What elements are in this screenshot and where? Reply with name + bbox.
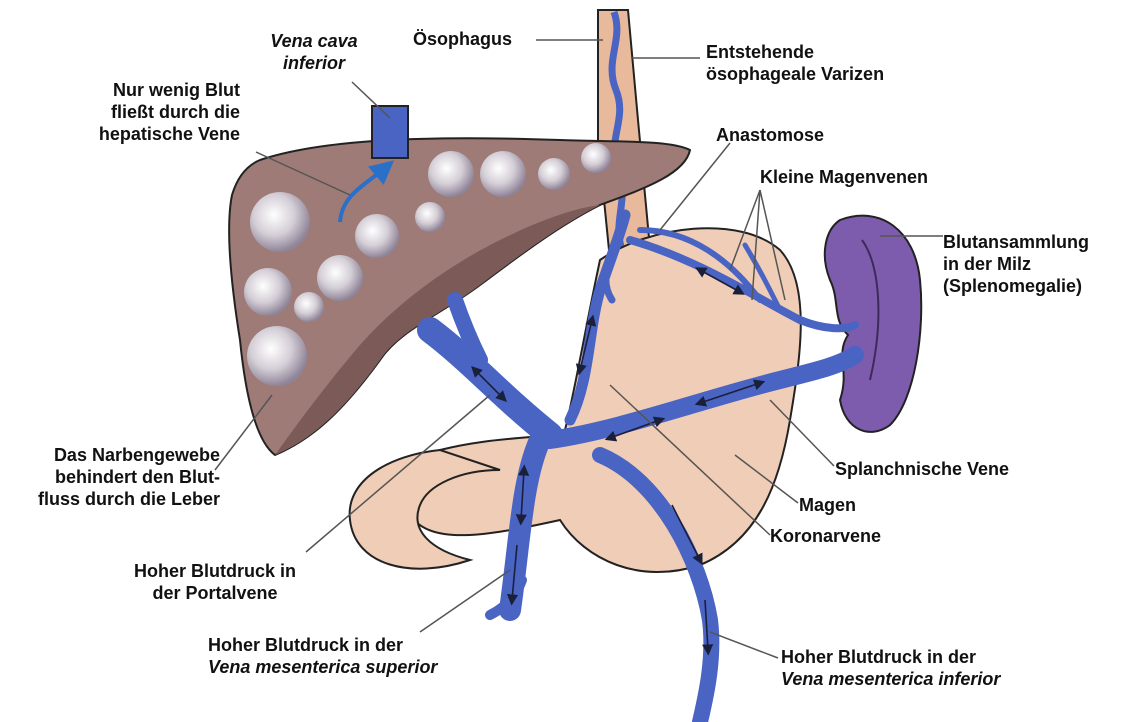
- label-varizen: Entstehende ösophageale Varizen: [706, 41, 884, 85]
- label-mes-inf-line2: Vena mesenterica inferior: [781, 668, 1000, 690]
- label-narbengewebe-line3: fluss durch die Leber: [10, 488, 220, 510]
- label-mes-inf-line1: Hoher Blutdruck in der: [781, 646, 1000, 668]
- label-milz-line2: in der Milz: [943, 253, 1089, 275]
- label-vena-cava-inferior: Vena cava inferior: [262, 30, 366, 74]
- label-koronarvene: Koronarvene: [770, 525, 881, 547]
- label-varizen-line1: Entstehende: [706, 41, 884, 63]
- label-portalvene-line1: Hoher Blutdruck in: [110, 560, 320, 582]
- label-magen: Magen: [799, 494, 856, 516]
- label-milz: Blutansammlung in der Milz (Splenomegali…: [943, 231, 1089, 297]
- label-milz-line3: (Splenomegalie): [943, 275, 1089, 297]
- label-vena-cava-line2: inferior: [262, 52, 366, 74]
- label-narbengewebe-line1: Das Narbengewebe: [10, 444, 220, 466]
- label-anastomose: Anastomose: [716, 124, 824, 146]
- label-mes-sup-line2: Vena mesenterica superior: [208, 656, 437, 678]
- label-vena-cava-line1: Vena cava: [262, 30, 366, 52]
- label-kleine-magenvenen: Kleine Magenvenen: [760, 166, 928, 188]
- label-narbengewebe: Das Narbengewebe behindert den Blut- flu…: [10, 444, 220, 510]
- label-portalvene-line2: der Portalvene: [110, 582, 320, 604]
- label-splanchnische-vene: Splanchnische Vene: [835, 458, 1009, 480]
- label-hepatic-vein-line3: hepatische Vene: [40, 123, 240, 145]
- label-narbengewebe-line2: behindert den Blut-: [10, 466, 220, 488]
- label-mes-sup-line1: Hoher Blutdruck in der: [208, 634, 437, 656]
- label-mesenterica-inferior: Hoher Blutdruck in der Vena mesenterica …: [781, 646, 1000, 690]
- label-hepatic-vein-line2: fließt durch die: [40, 101, 240, 123]
- vena-cava-inferior: [372, 106, 408, 158]
- label-varizen-line2: ösophageale Varizen: [706, 63, 884, 85]
- label-hepatic-vein-line1: Nur wenig Blut: [40, 79, 240, 101]
- spleen: [825, 216, 921, 432]
- label-milz-line1: Blutansammlung: [943, 231, 1089, 253]
- label-portalvene: Hoher Blutdruck in der Portalvene: [110, 560, 320, 604]
- label-oesophagus: Ösophagus: [413, 28, 512, 50]
- label-mesenterica-superior: Hoher Blutdruck in der Vena mesenterica …: [208, 634, 437, 678]
- label-hepatic-vein: Nur wenig Blut fließt durch die hepatisc…: [40, 79, 240, 145]
- portal-vein: [430, 330, 550, 435]
